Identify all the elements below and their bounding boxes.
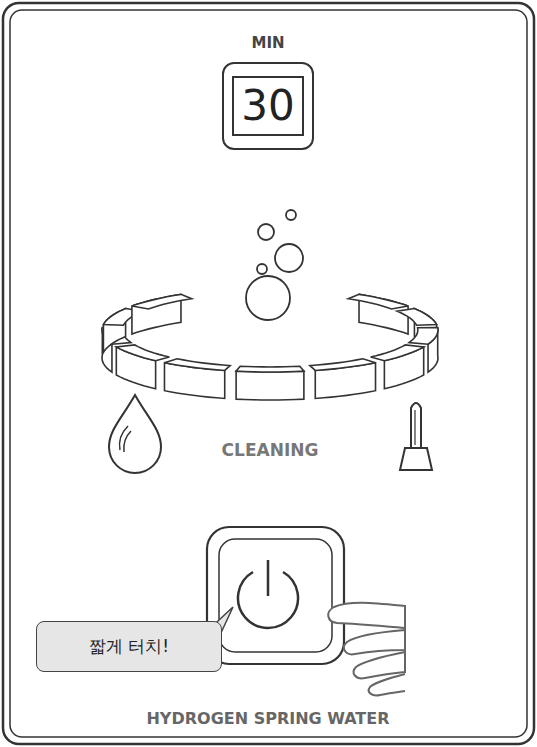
- unit-label: MIN: [224, 34, 312, 52]
- display-window: 30: [232, 76, 304, 136]
- timer-display: MIN30: [222, 62, 314, 150]
- pointing-hand: [328, 603, 405, 696]
- bubbles-icon: [246, 210, 303, 320]
- ring-segment-top: [409, 327, 438, 344]
- callout-bubble: 짧게 터치!: [36, 621, 222, 672]
- brush-icon: [400, 403, 432, 470]
- ring-segment-top: [164, 359, 230, 371]
- product-name: HYDROGEN SPRING WATER: [146, 709, 389, 728]
- panel-outer-border: [3, 3, 534, 744]
- timer-value: 30: [241, 85, 294, 127]
- ring-segment-side: [236, 371, 304, 400]
- ring-segment-top: [236, 366, 304, 372]
- led-ring: [102, 294, 438, 400]
- water-drop-icon: [109, 395, 161, 473]
- ring-segment-top: [310, 359, 376, 371]
- ring-segment-top: [371, 345, 424, 361]
- ring-segment-top: [397, 309, 436, 326]
- panel-inner-border: [10, 10, 527, 737]
- ring-segment-top: [348, 294, 408, 309]
- ring-segment-top: [116, 345, 169, 361]
- callout-text: 짧게 터치!: [89, 635, 169, 658]
- ring-segment-top: [132, 294, 192, 309]
- power-button: [207, 527, 344, 664]
- mode-label: CLEANING: [222, 440, 319, 460]
